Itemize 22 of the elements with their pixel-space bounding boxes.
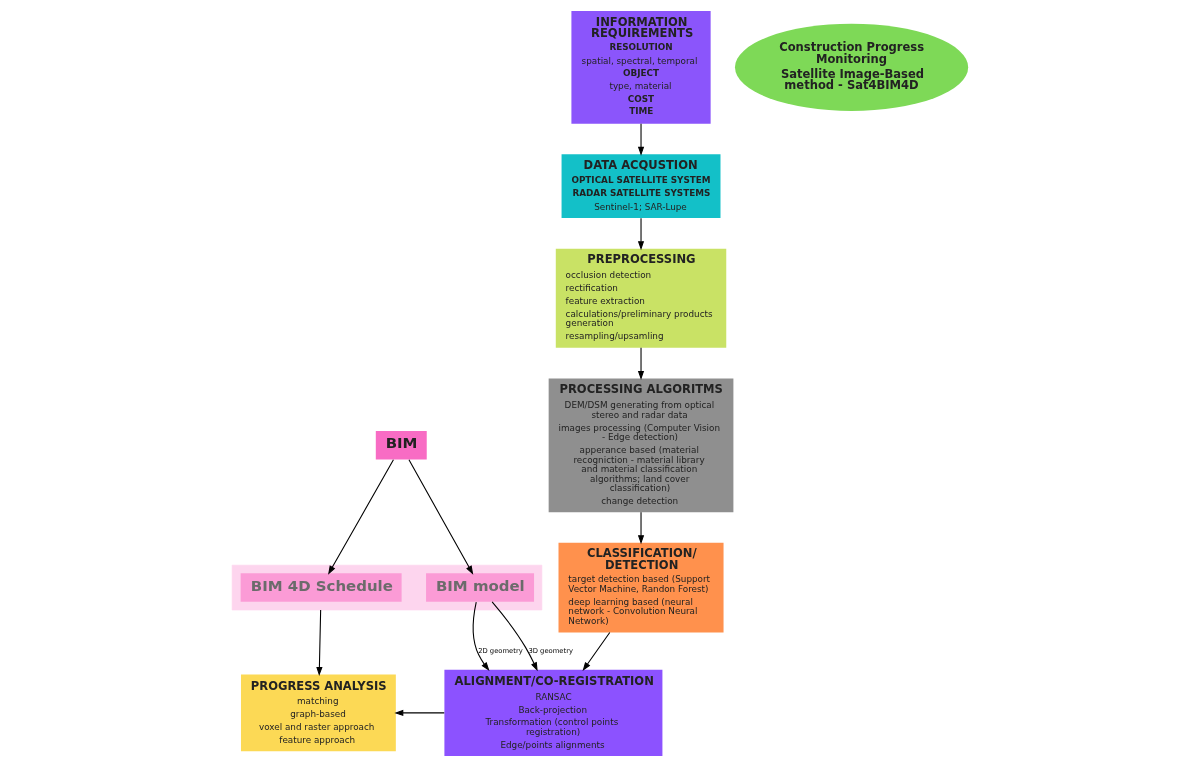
arrow	[491, 601, 538, 672]
node-box: BIM	[375, 431, 427, 460]
node-ellipse: Construction Progress Monitoring Satellite Image-Based method - Sat4BIM4D	[734, 23, 968, 111]
node-box: BIM 4D Schedule	[240, 573, 402, 602]
arrow	[315, 609, 323, 677]
node-box: PROCESSING ALGORITMS DEM/DSM generating from optical stereo and radar data images processing (Computer Vision - Edge detection) apperance based (material recogniction - material library and material classification algorithms; land cover classification) change detection	[548, 378, 733, 513]
arrow	[637, 347, 644, 380]
node-box: INFORMATION REQUIREMENTS RESOLUTION spatial, spectral, temporal OBJECT type, material COST TIME	[570, 10, 711, 124]
node-box: CLASSIFICATION/ DETECTION target detection based (Support Vector Machine, Randon Forest) deep learning based (neural network - Convolution Neural Network)	[558, 542, 724, 633]
node-box: DATA ACQUSTION OPTICAL SATELLITE SYSTEM RADAR SATELLITE SYSTEMS Sentinel-1; SAR-Lupe	[561, 154, 720, 219]
arrow	[637, 511, 644, 545]
arrow	[637, 217, 644, 251]
arrow	[327, 459, 394, 575]
node-box: BIM model	[425, 573, 534, 602]
node-box: PREPROCESSING occlusion detection rectification feature extraction calculations/preliminary products generation resampling/upsamling	[555, 248, 726, 348]
node-box: PROGRESS ANALYSIS matching graph-based voxel and raster approach feature approach	[240, 674, 396, 752]
arrow	[393, 709, 445, 717]
arrow	[637, 123, 644, 156]
arrow	[582, 631, 610, 672]
arrow	[407, 459, 473, 575]
node-box: ALIGNMENT/CO-REGISTRATION RANSAC Back-projection Transformation (control points registration) Edge/points alignments	[443, 669, 662, 757]
arrow	[472, 601, 489, 671]
